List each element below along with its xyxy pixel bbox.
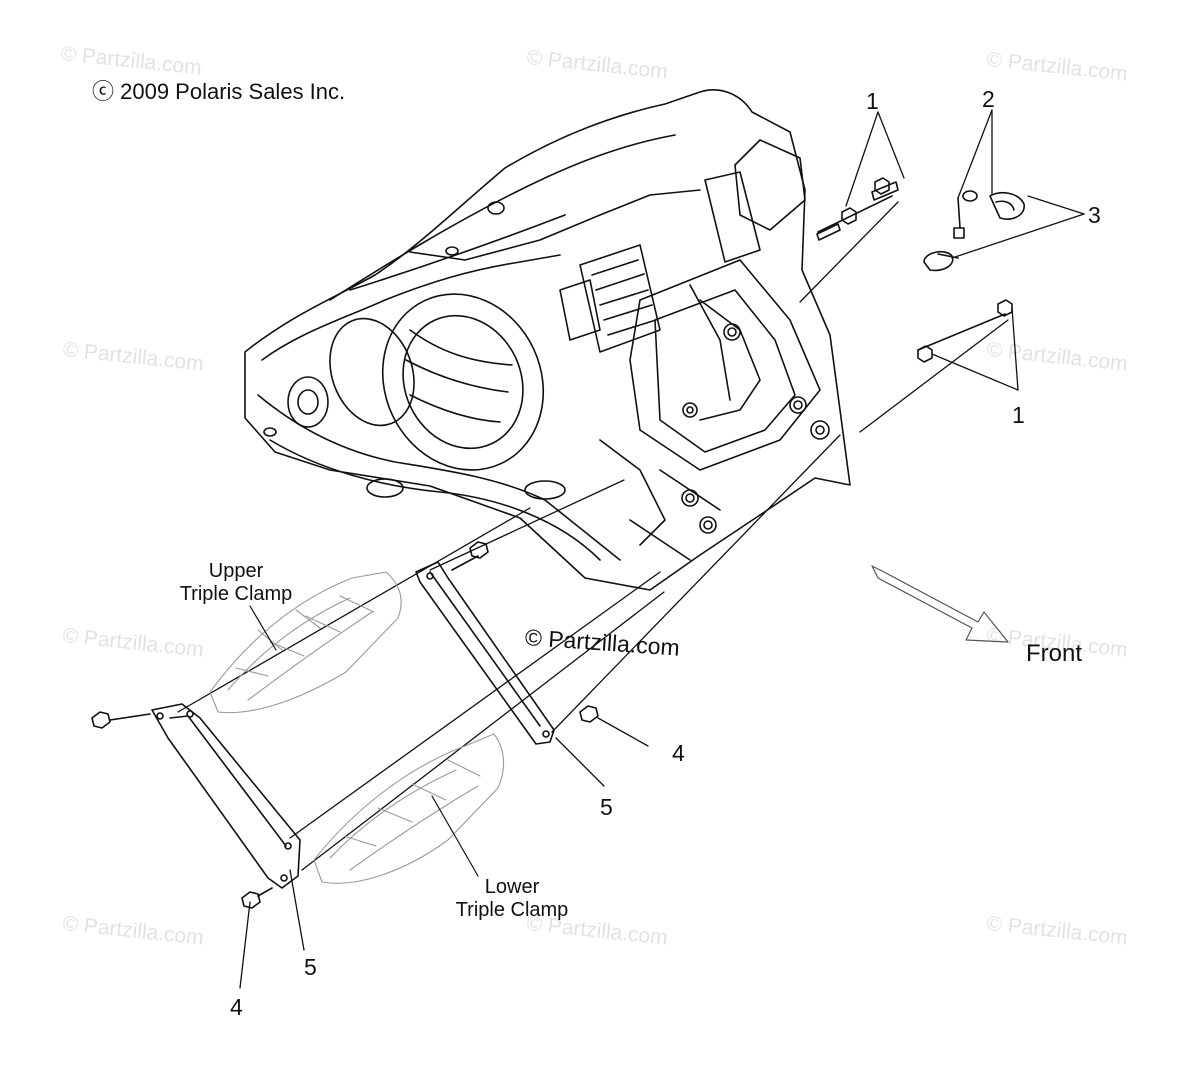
clamp-bracket-left (151, 703, 301, 889)
callout-1-top: 1 (866, 88, 879, 114)
front-direction-label: Front (1026, 640, 1083, 667)
bolt-nut-set-1-top (816, 177, 899, 241)
headlight-pod (244, 89, 851, 591)
upper-label-line1: Upper (208, 560, 264, 582)
lower-label-line2: Triple Clamp (455, 899, 569, 921)
callout-1-right: 1 (1012, 402, 1025, 428)
callout-3: 3 (1088, 202, 1101, 228)
clamp-bracket-mid (415, 561, 555, 745)
front-arrow-icon (871, 565, 1009, 643)
callout-2: 2 (982, 86, 995, 112)
clamp-label-leaders (249, 605, 479, 877)
callout-4-mid: 4 (672, 740, 685, 766)
bolts-part-4 (91, 541, 599, 909)
lower-triple-clamp-ghost (313, 733, 505, 884)
upper-triple-clamp-ghost (209, 571, 402, 714)
upper-label-line2: Triple Clamp (179, 583, 293, 605)
copyright-notice: ⓒ 2009 Polaris Sales Inc. (92, 79, 346, 104)
callout-4-bottom: 4 (230, 994, 243, 1020)
callout-5-bottom: 5 (304, 954, 317, 980)
lower-triple-clamp-label: Lower Triple Clamp (432, 876, 592, 922)
callout-5-mid: 5 (600, 794, 613, 820)
assembly-leader-lines (177, 201, 1009, 871)
callout-leaders (239, 109, 1085, 989)
upper-triple-clamp-label: Upper Triple Clamp (156, 560, 316, 606)
lower-label-line1: Lower (484, 876, 540, 898)
screw-and-clip-2-3 (923, 190, 1025, 272)
